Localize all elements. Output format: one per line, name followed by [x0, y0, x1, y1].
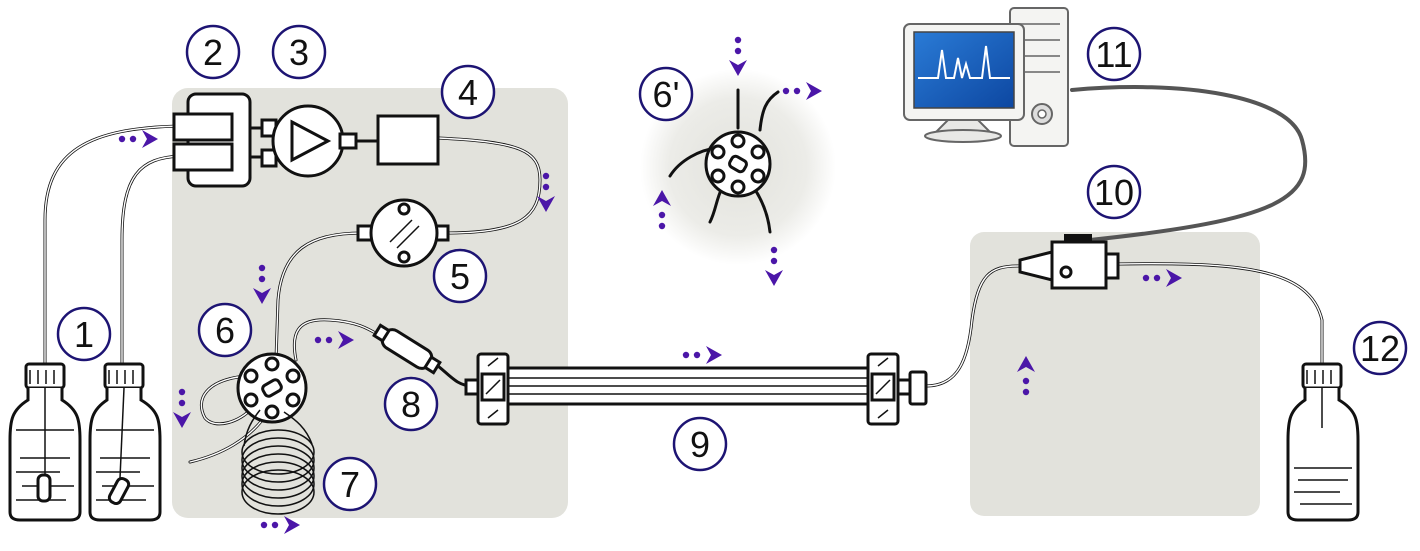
svg-text:6': 6' — [653, 74, 680, 115]
detector-module-panel — [970, 232, 1260, 516]
autosampler — [356, 198, 450, 268]
svg-text:5: 5 — [450, 256, 470, 297]
flow-arrow — [682, 346, 722, 364]
label-4: 4 — [440, 64, 496, 120]
detector — [1018, 234, 1120, 290]
solvent-bottle-b — [88, 362, 162, 522]
label-3: 3 — [271, 24, 327, 80]
injection-valve — [236, 352, 308, 424]
svg-text:9: 9 — [690, 424, 710, 465]
svg-text:11: 11 — [1095, 34, 1132, 75]
mixer — [376, 114, 440, 166]
sample-loop — [241, 409, 315, 515]
label-6-prime: 6' — [638, 66, 694, 122]
label-8: 8 — [383, 376, 439, 432]
label-5: 5 — [432, 248, 488, 304]
label-7: 7 — [322, 456, 378, 512]
guard-column — [372, 323, 442, 375]
computer — [903, 7, 1069, 147]
pump — [260, 104, 358, 178]
label-6: 6 — [197, 302, 253, 358]
valve-detail — [668, 88, 780, 234]
tubing — [43, 85, 1324, 464]
label-2: 2 — [185, 24, 241, 80]
label-11: 11 — [1086, 26, 1142, 82]
svg-text:7: 7 — [340, 464, 360, 505]
flow-arrow — [118, 130, 158, 148]
label-12: 12 — [1352, 320, 1408, 376]
column — [464, 352, 928, 426]
svg-text:12: 12 — [1360, 328, 1400, 369]
waste-bottle — [1286, 362, 1360, 522]
degasser — [172, 92, 252, 188]
svg-text:2: 2 — [203, 32, 223, 73]
svg-text:6: 6 — [215, 310, 235, 351]
svg-text:3: 3 — [289, 32, 309, 73]
label-10: 10 — [1086, 164, 1142, 220]
label-9: 9 — [672, 416, 728, 472]
svg-text:8: 8 — [401, 384, 421, 425]
flow-arrow — [260, 516, 300, 534]
svg-text:1: 1 — [74, 314, 94, 355]
solvent-bottle-a — [8, 362, 82, 522]
svg-text:4: 4 — [458, 72, 478, 113]
label-1: 1 — [56, 306, 112, 362]
svg-text:10: 10 — [1094, 172, 1134, 213]
